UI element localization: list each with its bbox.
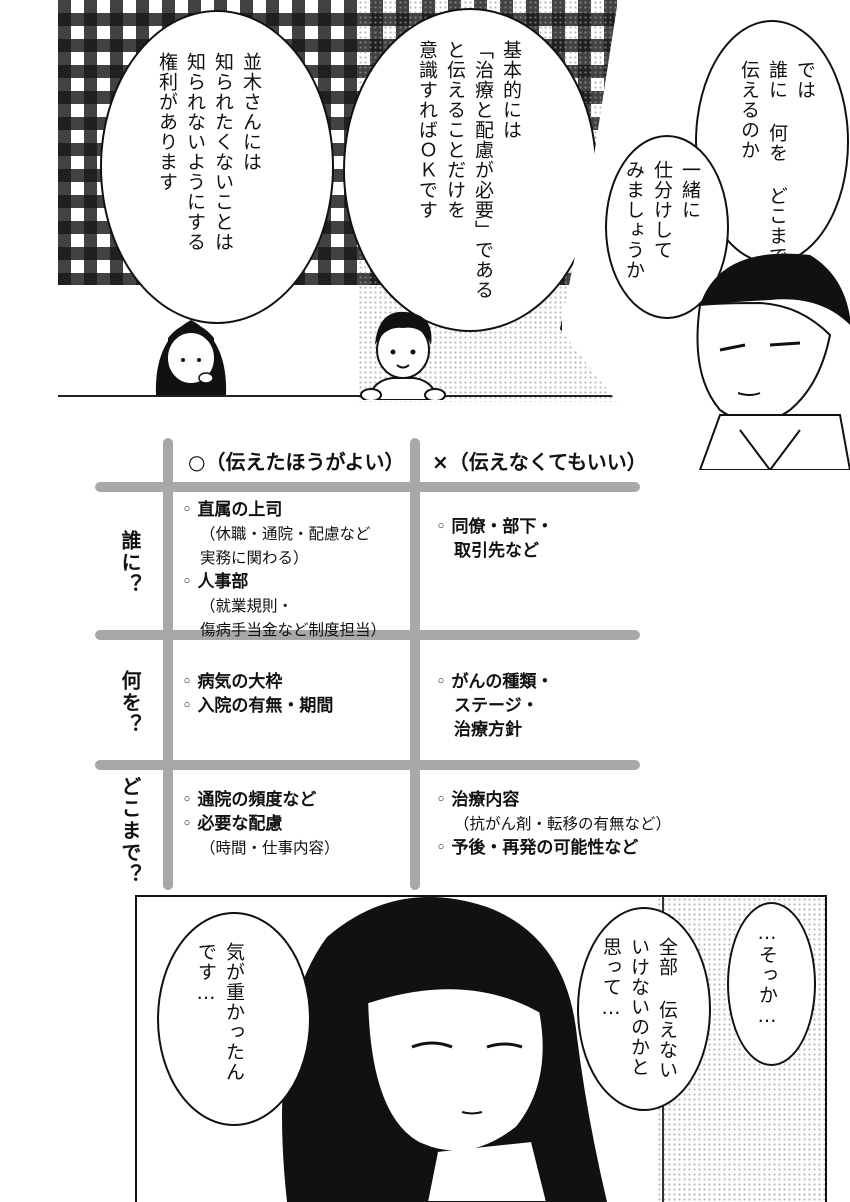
panel-woman-reflecting: 気が重かったん です… 全部 伝えない いけないのかと 思って… …そっか… (135, 895, 827, 1202)
sorting-table: ○（伝えたほうがよい） ×（伝えなくてもいい） 誰に？ 直属の上司 （休職・通院… (0, 420, 850, 890)
speech-bubble-i-see (727, 902, 816, 1066)
table-divider-horizontal-3 (95, 760, 640, 770)
character-woman-small (155, 320, 227, 395)
cell-how-far-should-tell: 通院の頻度など 必要な配慮 （時間・仕事内容） (182, 788, 339, 860)
cell-how-far-need-not-tell: 治療内容 （抗がん剤・転移の有無など） 予後・再発の可能性など (436, 788, 671, 860)
table-divider-vertical-2 (410, 438, 420, 890)
speech-bubble-basic (343, 8, 597, 332)
speech-bubble-who-what (695, 20, 849, 264)
table-edge (58, 395, 618, 397)
table-divider-horizontal-2 (95, 630, 640, 640)
character-woman-long-hair (282, 897, 607, 1202)
speech-bubble-heavy (157, 912, 311, 1126)
bubble-text-basic: 基本的には 「治療と配慮が必要」である と伝えることだけを 意識すればＯＫです (416, 40, 522, 300)
bubble-text-who-what: では 誰に 何を どこまで 伝えるのか (738, 60, 816, 266)
speech-bubble-rights (100, 10, 334, 324)
table-divider-vertical-1 (163, 438, 173, 890)
panel-counselor-talk: 並木さんには 知られたくないことは 知られないようにする 権利があります 基本的… (58, 0, 618, 402)
bubble-text-sort: 一緒に 仕分けして みましょうか (623, 160, 701, 280)
cell-what-need-not-tell: がんの種類・ ステージ・ 治療方針 (436, 670, 553, 742)
character-man-small (360, 311, 446, 400)
cell-who-should-tell: 直属の上司 （休職・通院・配慮など 実務に関わる） 人事部 （就業規則・ 傷病手… (182, 498, 386, 642)
bubble-text-rights: 並木さんには 知られたくないことは 知られないようにする 権利があります (156, 52, 262, 252)
row-label-what: 何を？ (118, 670, 142, 736)
table-divider-horizontal-1 (95, 482, 640, 492)
speech-bubble-everything (577, 907, 711, 1111)
cell-who-need-not-tell: 同僚・部下・ 取引先など (436, 515, 553, 563)
row-label-who: 誰に？ (118, 530, 142, 596)
bubble-text-everything: 全部 伝えない いけないのかと 思って… (600, 937, 678, 1080)
row-label-how-far: どこまで？ (118, 776, 142, 886)
cell-what-should-tell: 病気の大枠 入院の有無・期間 (182, 670, 333, 718)
column-header-need-not-tell: ×（伝えなくてもいい） (432, 450, 647, 474)
bubble-text-heavy: 気が重かったん です… (195, 942, 245, 1082)
column-header-should-tell: ○（伝えたほうがよい） (188, 450, 405, 474)
character-man-face (696, 253, 850, 470)
bubble-text-i-see: …そっか… (756, 922, 778, 1028)
